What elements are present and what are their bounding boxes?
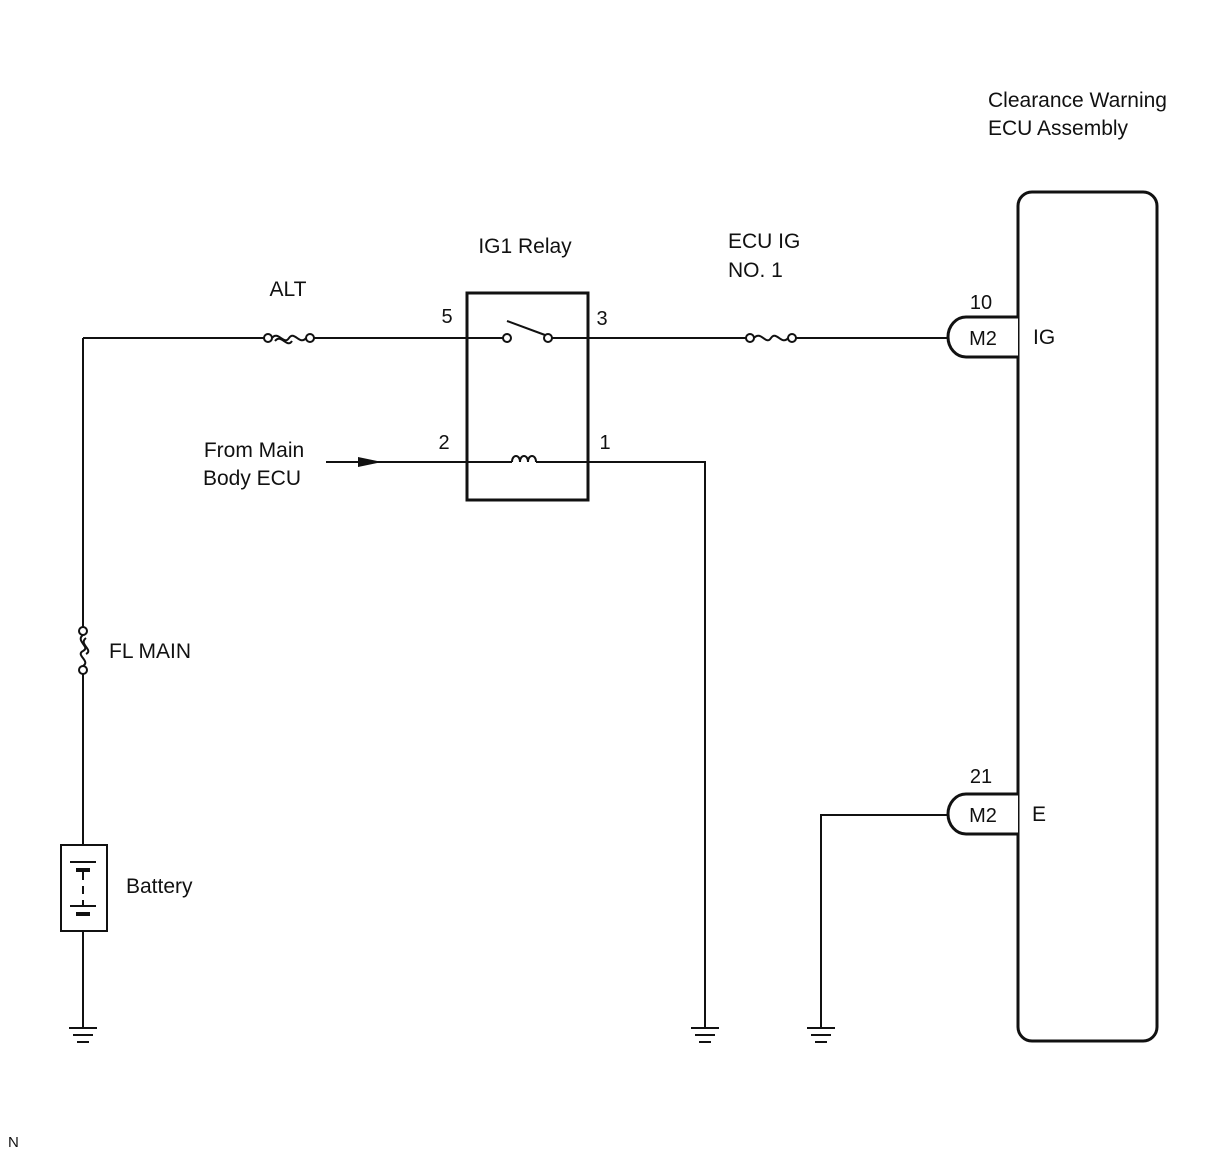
fl-main-fuse-icon (78, 626, 90, 675)
battery-icon (70, 861, 96, 916)
ecu-title-line2: ECU Assembly (988, 117, 1129, 140)
relay-box (465, 291, 590, 502)
connector-m2-ig-label: M2 (969, 328, 997, 350)
fl-main-label: FL MAIN (109, 640, 191, 663)
ecu-terminal-ig: IG (1033, 326, 1055, 349)
ecu-terminal-e: E (1032, 803, 1046, 826)
connector-pin-10: 10 (970, 292, 992, 314)
ground-icon-ecu (807, 1027, 835, 1043)
input-label-line2: Body ECU (203, 467, 301, 490)
ecu-ig-fuse-icon (745, 333, 797, 343)
connector-pin-21: 21 (970, 766, 992, 788)
battery-label: Battery (126, 875, 193, 898)
relay-pin-2: 2 (438, 432, 449, 454)
input-arrow-icon (358, 457, 382, 467)
ecu-title-line1: Clearance Warning (988, 89, 1167, 112)
relay-pin-1: 1 (599, 432, 610, 454)
connector-m2-e-label: M2 (969, 805, 997, 827)
ground-icon-battery (69, 1027, 97, 1043)
wire-coil-to-ground (536, 461, 706, 1027)
relay-pin-3: 3 (596, 308, 607, 330)
relay-label: IG1 Relay (478, 235, 572, 258)
figure-code: N (8, 1134, 19, 1151)
alt-fuse-icon (263, 333, 315, 345)
ground-icon-relay (691, 1027, 719, 1043)
relay-coil-icon (511, 455, 537, 463)
input-label-line1: From Main (204, 439, 304, 462)
relay-switch-icon (502, 320, 553, 343)
connector-m2-e (946, 792, 1018, 836)
relay-pin-5: 5 (441, 306, 452, 328)
alt-fuse-label: ALT (270, 278, 307, 301)
connector-m2-ig (946, 315, 1018, 359)
ecu-assembly-box (1016, 190, 1159, 1043)
ecu-ig-fuse-label-line1: ECU IG (728, 230, 800, 253)
wire-e-to-ground (820, 814, 948, 1027)
ecu-ig-fuse-label-line2: NO. 1 (728, 259, 783, 282)
